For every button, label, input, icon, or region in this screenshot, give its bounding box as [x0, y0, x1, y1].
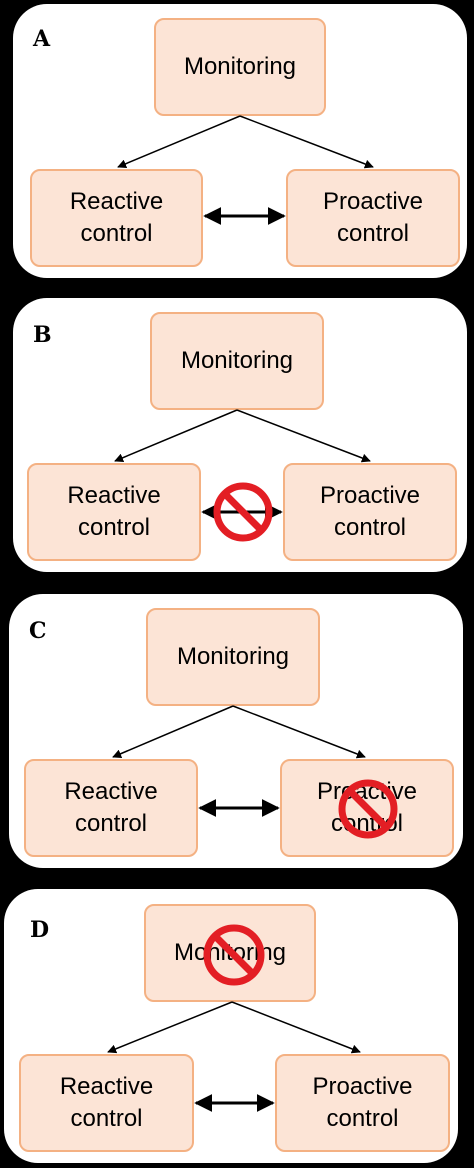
arrows	[112, 705, 366, 817]
monitoring-label: Monitoring	[183, 53, 297, 80]
panel-letter: D	[30, 917, 50, 943]
reactive-label-line1: Reactive	[69, 188, 164, 215]
reactive-label-line2: control	[70, 1105, 143, 1132]
reactive-control-box: Reactive control	[30, 169, 203, 267]
reactive-label-line2: control	[77, 514, 151, 541]
monitoring-box: Monitoring	[144, 904, 316, 1002]
proactive-control-box: Proactive control	[283, 463, 457, 561]
reactive-label-line1: Reactive	[67, 482, 161, 509]
reactive-control-box: Reactive control	[19, 1054, 194, 1152]
panel-b: B Monitoring Reactive control Proactive …	[13, 298, 467, 572]
prohibition-icon	[213, 482, 273, 542]
arrow-monitoring-to-proactive	[231, 1001, 361, 1054]
arrow-monitoring-to-reactive	[114, 409, 238, 463]
prohibition-icon	[338, 779, 398, 839]
panel-a: A Monitoring Reactive control Proactive …	[13, 4, 467, 278]
arrow-monitoring-to-proactive	[232, 705, 366, 759]
arrow-monitoring-to-proactive	[239, 115, 374, 169]
arrows	[117, 115, 374, 225]
proactive-label-line2: control	[333, 514, 407, 541]
arrow-monitoring-to-reactive	[107, 1001, 233, 1054]
reactive-label-line1: Reactive	[64, 778, 158, 805]
panel-letter: A	[33, 26, 51, 52]
proactive-control-box: Proactive control	[286, 169, 460, 267]
proactive-label-line2: control	[326, 1105, 399, 1132]
proactive-label-line1: Proactive	[319, 482, 421, 509]
panel-c: C Monitoring Reactive control Proactive …	[9, 594, 463, 868]
proactive-label-line1: Proactive	[322, 188, 424, 215]
arrow-monitoring-to-proactive	[236, 409, 371, 463]
panel-letter: C	[29, 618, 47, 644]
proactive-control-box: Proactive control	[275, 1054, 450, 1152]
arrows	[107, 1001, 361, 1112]
reactive-label-line2: control	[80, 220, 153, 247]
monitoring-label: Monitoring	[180, 347, 294, 374]
proactive-label-line2: control	[336, 220, 410, 247]
reactive-label-line1: Reactive	[59, 1073, 154, 1100]
monitoring-box: Monitoring	[150, 312, 324, 410]
proactive-label-line1: Proactive	[312, 1073, 413, 1100]
panel-d: D Monitoring Reactive control Proactive …	[4, 889, 458, 1163]
monitoring-box: Monitoring	[154, 18, 326, 116]
panel-letter: B	[33, 322, 52, 348]
arrow-monitoring-to-reactive	[112, 705, 234, 758]
reactive-label-line2: control	[74, 810, 148, 837]
reactive-control-box: Reactive control	[27, 463, 201, 561]
monitoring-box: Monitoring	[146, 608, 320, 706]
monitoring-label: Monitoring	[176, 643, 290, 670]
arrow-monitoring-to-reactive	[117, 115, 241, 169]
prohibition-icon	[203, 924, 265, 986]
reactive-control-box: Reactive control	[24, 759, 198, 857]
